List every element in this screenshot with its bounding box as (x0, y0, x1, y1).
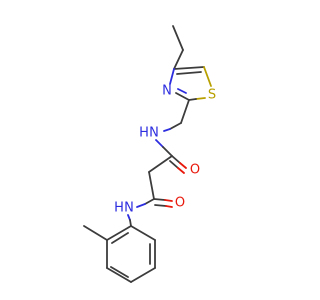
bond-c-o-top-b2 (177, 167, 185, 174)
atom-h-amide-top: H (139, 126, 149, 141)
bond-ethyl-ch3 (172, 25, 184, 51)
bond-c-o-bottom-a (153, 198, 166, 201)
atom-o-top: O (190, 163, 200, 178)
bond-c5-s (203, 66, 212, 87)
bond-ph-4 (106, 267, 132, 283)
bond-n-phenyl-b (129, 219, 132, 227)
atom-s-thiazole: S (208, 88, 216, 103)
bond-c-o-top-b (179, 162, 187, 169)
bond-c-n-bottom-a (144, 198, 155, 205)
atom-n-thiazole: N (162, 84, 172, 99)
bond-c-top-ch2 (148, 155, 173, 173)
bond-c2-n (175, 92, 190, 101)
atom-o-bottom: O (175, 196, 185, 211)
bond-ph-1 (130, 225, 156, 241)
molecule-structure: N S N H O N H O (83, 25, 216, 283)
atom-n-amide-bottom: N (124, 201, 134, 216)
bond-c4-c5-double (176, 71, 202, 75)
bond-s-c2 (195, 97, 206, 100)
bond-s-c2-b (188, 98, 197, 101)
bond-c-o-bottom-a2 (154, 204, 167, 207)
bond-c-o-bottom-b2 (165, 205, 173, 208)
bond-ch2-n-top-b (163, 128, 171, 132)
bond-methyl (83, 225, 108, 241)
bond-ch2-n-top-a (169, 122, 182, 130)
bond-n-top-c-a (155, 139, 164, 148)
bond-c-o-top-a (171, 155, 181, 164)
bond-c4-c5 (173, 66, 205, 70)
bond-c2-n-double (177, 88, 187, 94)
bond-n-c4 (169, 68, 175, 85)
bond-ph-inner-2 (110, 266, 129, 278)
atom-n-amide-top: N (149, 126, 159, 141)
bond-n-top-c-b (162, 146, 173, 157)
bond-c-n-bottom-b (136, 203, 146, 208)
atom-h-amide-bottom: H (114, 201, 124, 216)
bond-c-o-bottom-b (164, 199, 173, 202)
bond-ph-inner-3 (111, 232, 129, 244)
bond-ethyl-ch2 (173, 49, 184, 70)
bond-ph-6 (106, 225, 132, 241)
bond-ph-3 (130, 267, 156, 283)
bond-c2-ch2 (180, 99, 190, 124)
bond-ch2-c-bottom (148, 171, 155, 200)
bond-c-o-top-a2 (169, 160, 179, 169)
